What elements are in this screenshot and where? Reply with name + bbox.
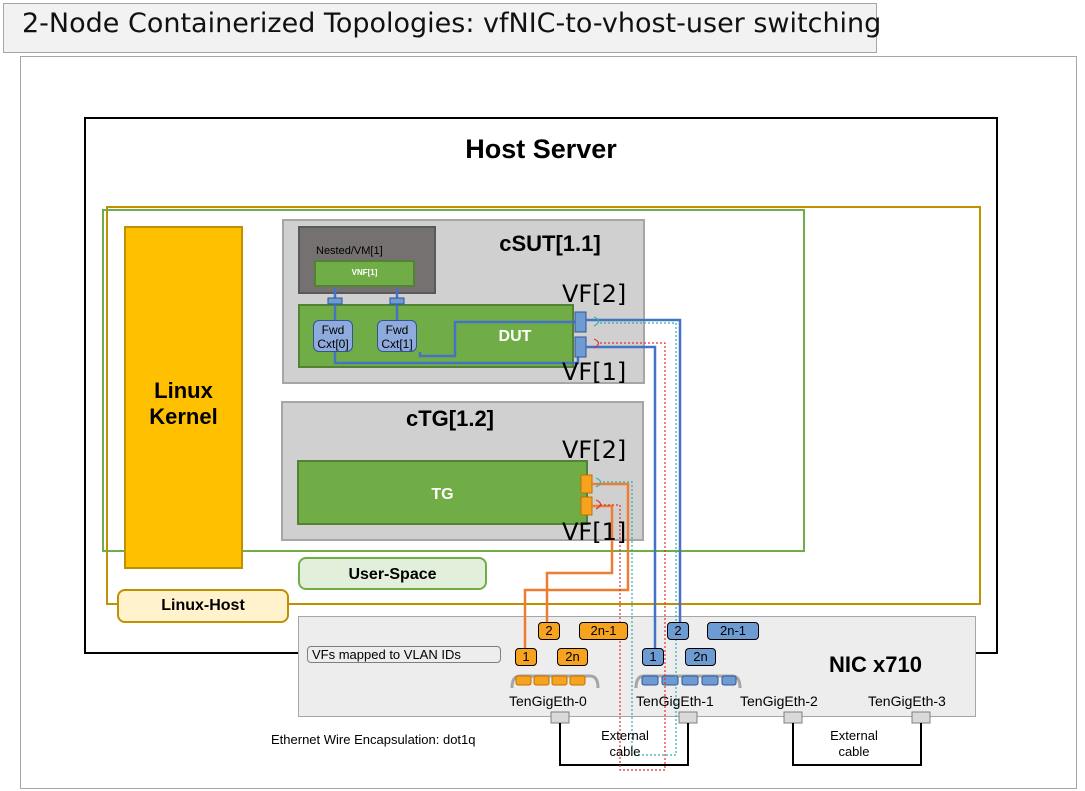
dut-internal-links <box>333 288 580 365</box>
vnf-label: VNF[1] <box>351 268 378 277</box>
linux-kernel-label: Linux Kernel <box>124 378 243 430</box>
tg-box <box>297 460 588 525</box>
external-cable-2-label: External cable <box>819 728 889 760</box>
fwd-cxt-0-line2: Cxt[0] <box>317 337 349 351</box>
red-dotted-path <box>600 342 666 771</box>
page-title: 2-Node Containerized Topologies: vfNIC-t… <box>22 8 882 39</box>
cyan-dotted-path <box>600 322 677 756</box>
orange-tag-2: 2 <box>538 622 560 640</box>
nic-label: NIC x710 <box>829 652 922 677</box>
external-cable-1-line2: cable <box>609 744 641 759</box>
port-label-0: TenGigEth-0 <box>509 693 587 709</box>
dut-label: DUT <box>498 328 532 345</box>
dut-vf1-block <box>574 336 587 358</box>
vf-arcs <box>593 316 602 510</box>
vhost-connectors <box>327 297 405 305</box>
port-label-2: TenGigEth-2 <box>740 693 818 709</box>
external-cable-2-line1: External <box>830 728 878 743</box>
orange-tag-2n-1: 2n-1 <box>579 622 628 640</box>
csut-label: cSUT[1.1] <box>499 231 601 256</box>
external-cable-1-line <box>559 723 689 766</box>
user-space-pill <box>298 557 487 590</box>
csut-vf2-label: VF[2] <box>562 280 627 308</box>
tg-to-nic-links <box>523 482 630 648</box>
tg-vf2-block <box>580 474 593 494</box>
title-bar <box>3 3 877 53</box>
external-cable-1-line1: External <box>601 728 649 743</box>
blue-tag-1: 1 <box>642 648 664 666</box>
linux-kernel-line1: Linux <box>154 378 213 403</box>
fwd-cxt-1: Fwd Cxt[1] <box>377 320 417 352</box>
vnf-box <box>314 260 415 287</box>
linux-host-box <box>106 206 981 605</box>
user-space-label: User-Space <box>348 566 437 583</box>
tg-label: TG <box>431 486 454 503</box>
encapsulation-note: Ethernet Wire Encapsulation: dot1q <box>271 732 476 747</box>
port0-vf-slots <box>515 675 586 686</box>
csut-vf1-label: VF[1] <box>562 358 627 386</box>
tg-vf1-block <box>580 496 593 516</box>
linux-host-pill <box>117 589 289 623</box>
external-cable-2-line <box>792 723 922 766</box>
fwd-cxt-0: Fwd Cxt[0] <box>313 320 353 352</box>
nic-box <box>298 616 976 717</box>
port1-vf-slots <box>641 675 737 686</box>
blue-tag-2: 2 <box>667 622 689 640</box>
fwd-cxt-0-line1: Fwd <box>321 323 345 337</box>
port-label-1: TenGigEth-1 <box>636 693 714 709</box>
nested-vm-label: Nested/VM[1] <box>316 245 383 257</box>
orange-tag-2n: 2n <box>557 648 588 666</box>
diagram-frame <box>20 56 1077 789</box>
physical-port-connectors <box>550 711 931 724</box>
fwd-cxt-1-line1: Fwd <box>385 323 409 337</box>
blue-tag-2n: 2n <box>685 648 716 666</box>
port-label-3: TenGigEth-3 <box>868 693 946 709</box>
dut-to-nic-links <box>586 318 682 648</box>
linux-kernel-box <box>124 226 243 569</box>
fwd-cxt-1-line2: Cxt[1] <box>381 337 413 351</box>
host-server-label: Host Server <box>465 134 617 164</box>
orange-tag-1: 1 <box>515 648 537 666</box>
external-cable-1-label: External cable <box>590 728 660 760</box>
linux-host-label: Linux-Host <box>161 597 245 614</box>
ctg-label: cTG[1.2] <box>405 406 495 431</box>
ctg-vf1-label: VF[1] <box>562 518 627 546</box>
blue-tag-2n-1: 2n-1 <box>707 622 759 640</box>
dut-vf2-block <box>574 311 587 333</box>
ctg-vf2-label: VF[2] <box>562 436 627 464</box>
linux-kernel-line2: Kernel <box>149 404 218 429</box>
vlan-mapping-note: VFs mapped to VLAN IDs <box>307 646 501 663</box>
external-cable-2-line2: cable <box>838 744 870 759</box>
user-space-box <box>102 209 805 552</box>
